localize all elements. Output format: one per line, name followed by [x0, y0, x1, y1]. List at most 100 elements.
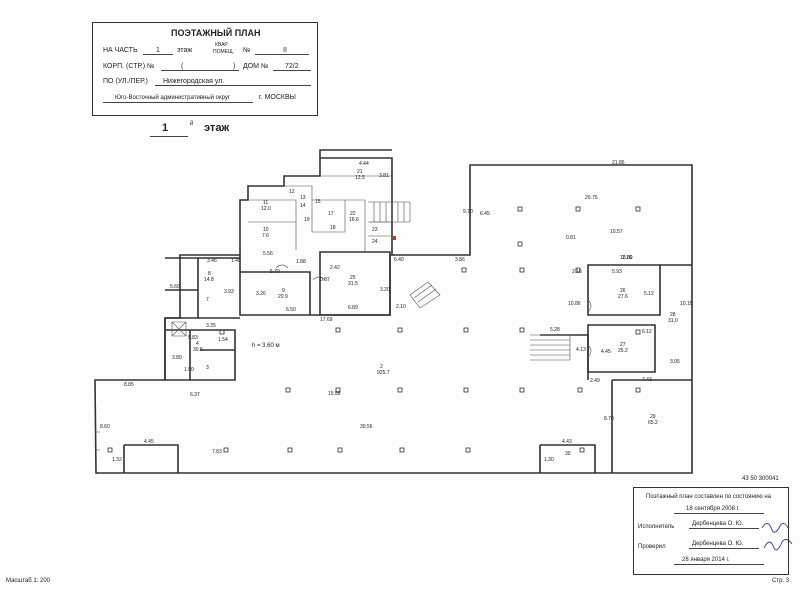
- dim-label: 1.32: [112, 457, 122, 463]
- floor-suffix: й: [190, 121, 194, 127]
- executor-name: Дербенцева О. Ю.: [692, 521, 744, 527]
- room-area: 25.2: [618, 348, 628, 354]
- dim-label: 6.45: [480, 211, 490, 217]
- stamp-date1: 18 сентября 2008 г.: [686, 506, 740, 512]
- room-area: 27.6: [618, 294, 628, 300]
- dim-label: 15.58: [328, 391, 341, 397]
- dim-label: 2.42: [330, 265, 340, 271]
- dim-label: 10.80: [620, 255, 633, 261]
- room-label: 30: [565, 451, 571, 457]
- street-value: Нижегородская ул.: [163, 78, 225, 85]
- dim-label: 6.40: [394, 257, 404, 263]
- ceiling-height-note: h = 3.60 м: [252, 343, 280, 349]
- dim-label: 3.20: [380, 287, 390, 293]
- room-area: 31.5: [348, 281, 358, 287]
- dim-label: 0.81: [566, 235, 576, 241]
- dim-label: 2.10: [396, 304, 406, 310]
- dim-label: 30.56: [360, 424, 373, 430]
- room-label: 28: [670, 312, 676, 318]
- dim-label: 0.87: [320, 277, 330, 283]
- checker-label: Проверил: [638, 544, 666, 550]
- dim-label: 3.81: [379, 173, 389, 179]
- dim-label: 8.70: [604, 416, 614, 422]
- room-label: 26: [620, 288, 626, 294]
- dim-label: 7.43: [642, 377, 652, 383]
- room-area: 16.6: [349, 217, 359, 223]
- dim-label: 20.75: [585, 195, 598, 201]
- dim-label: 3.26: [256, 291, 266, 297]
- dim-label: 5.83: [188, 335, 198, 341]
- room-label: 10: [263, 227, 269, 233]
- district: Юго-Восточный административный округ: [115, 95, 231, 101]
- room-label: 24: [372, 239, 378, 245]
- dim-label: 1.30: [544, 457, 554, 463]
- checker-name: Дербенцева О. Ю.: [692, 541, 744, 547]
- korp-label: КОРП. (СТР.) №: [103, 63, 155, 70]
- floor-number: 1: [162, 122, 169, 134]
- dim-label: 10.57: [610, 229, 623, 235]
- dim-label: 3.05: [670, 359, 680, 365]
- dim-label: 5.93: [612, 269, 622, 275]
- room-label: 22: [350, 211, 356, 217]
- city: г. МОСКВЫ: [259, 94, 296, 101]
- number-value: II: [283, 47, 287, 54]
- room-label: 8: [208, 271, 211, 277]
- floor-label: этаж: [177, 47, 193, 54]
- scale-label: Масштаб 1: 200: [6, 578, 51, 584]
- dim-label: 4.43: [562, 439, 572, 445]
- room-label: 27: [620, 342, 626, 348]
- dim-label: 6.12: [642, 329, 652, 335]
- dim-label: 2.16: [622, 255, 632, 261]
- dim-label: 4.45: [144, 439, 154, 445]
- dim-label: 9.70: [463, 209, 473, 215]
- room-area: 65.2: [648, 420, 658, 426]
- dim-label: 21.86: [612, 160, 625, 166]
- page-number: Стр. 3: [772, 578, 790, 584]
- room-area: 30.5: [193, 347, 203, 353]
- room-label: 11: [263, 200, 269, 206]
- dim-label: 5.12: [644, 291, 654, 297]
- dim-label: 3.80: [172, 355, 182, 361]
- part-value: 1: [156, 47, 160, 54]
- signature-mark: [761, 523, 793, 551]
- dom-label: ДОМ №: [243, 63, 269, 70]
- korp-paren: ): [233, 63, 236, 70]
- room-label: 21: [357, 169, 363, 175]
- room-label: 13: [300, 195, 306, 201]
- plan-title: ПОЭТАЖНЫЙ ПЛАН: [171, 28, 261, 38]
- number-label: №: [243, 47, 251, 54]
- dim-label: 8.60: [100, 424, 110, 430]
- kvar-label: КВАР: [215, 42, 228, 48]
- dom-value: 72/2: [285, 63, 299, 70]
- room-label: 29: [650, 414, 656, 420]
- dim-label: 5.28: [550, 327, 560, 333]
- room-label: 19: [304, 217, 310, 223]
- room-area: 12.0: [261, 206, 271, 212]
- dim-label: 2.15: [572, 269, 582, 275]
- dim-label: 1.54: [218, 337, 228, 343]
- room-area: 14.8: [204, 277, 214, 283]
- room-label: 14: [300, 203, 306, 209]
- dim-label: 5.60: [170, 284, 180, 290]
- part-label: НА ЧАСТЬ: [103, 47, 138, 54]
- room-label: 12: [289, 189, 295, 195]
- street-label: ПО (УЛ./ПЕР.): [103, 78, 148, 85]
- dim-label: 4.13: [576, 347, 586, 353]
- room-label: 23: [372, 227, 378, 233]
- room-label: 3: [206, 365, 209, 371]
- stamp-block: Поэтажный план составлен по состоянию на…: [633, 487, 793, 575]
- room-label: 9: [282, 288, 285, 294]
- dim-label: 6.37: [190, 392, 200, 398]
- room-area: 31.0: [668, 318, 678, 324]
- dim-label: 2.49: [590, 378, 600, 384]
- stamp-date2: 28 января 2014 г.: [682, 557, 730, 563]
- dim-label: 17.69: [320, 317, 333, 323]
- dim-label: 6.89: [348, 305, 358, 311]
- dim-label: 3.35: [206, 323, 216, 329]
- room-label: 17: [328, 211, 334, 217]
- room-label: 2: [380, 364, 383, 370]
- dim-label: 5.70: [270, 269, 280, 275]
- dim-label: 1.40: [231, 258, 241, 264]
- executor-label: Исполнитель: [638, 524, 675, 530]
- room-area: 925.7: [377, 370, 390, 376]
